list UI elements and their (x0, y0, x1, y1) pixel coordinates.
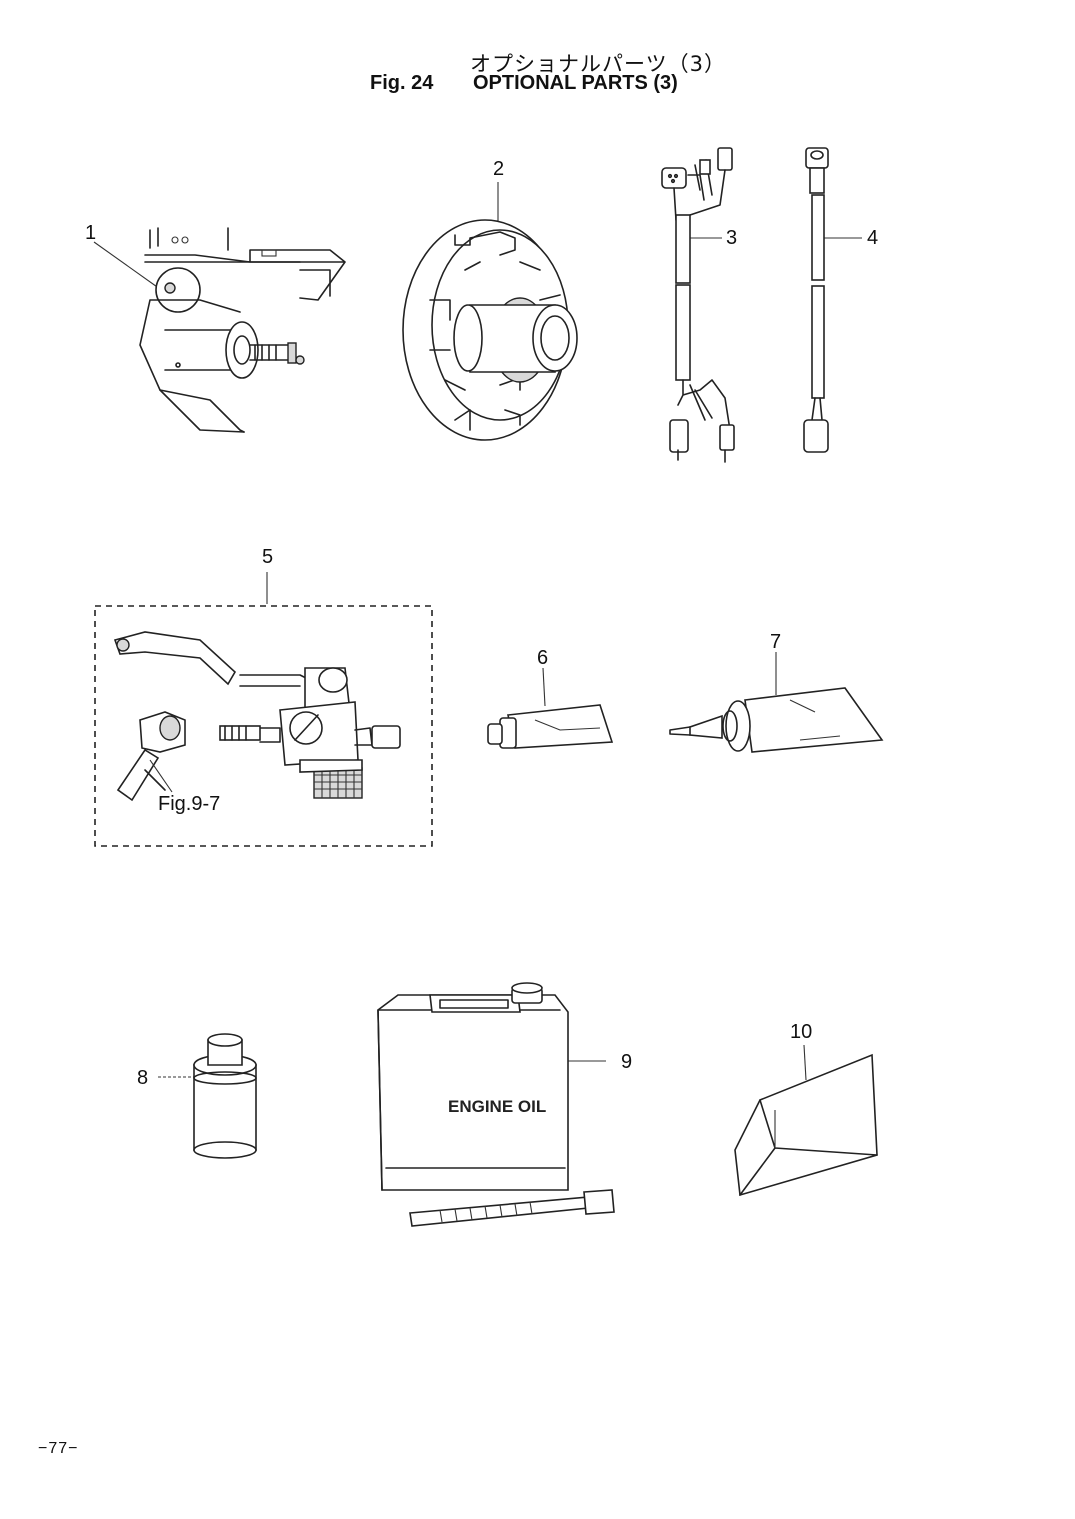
part-1-gearcase-drawing (93, 227, 346, 433)
callout-2: 2 (493, 158, 505, 180)
callout-10: 10 (790, 1021, 813, 1043)
callout-6: 6 (537, 647, 549, 669)
figure-number: Fig. 24 (370, 72, 434, 94)
part-7-tube-drawing (669, 652, 884, 753)
callout-7: 7 (770, 631, 782, 653)
part-6-tube-drawing (487, 667, 614, 749)
callout-9: 9 (621, 1051, 633, 1073)
page-number: −77− (38, 1440, 79, 1457)
part-5-assembly-drawing (94, 572, 433, 847)
oil-container-label: ENGINE OIL (448, 1097, 546, 1116)
callout-1: 1 (85, 222, 97, 244)
callout-3: 3 (726, 227, 738, 249)
part-2-rotor-drawing (402, 182, 578, 441)
part-8-can-drawing (158, 1033, 257, 1159)
callout-8: 8 (137, 1067, 149, 1089)
title-japanese: オプショナルパーツ（3） (470, 52, 726, 76)
part-10-bag-drawing (734, 1044, 878, 1197)
part-4-cable-drawing (803, 147, 862, 453)
callout-4: 4 (867, 227, 879, 249)
part-3-harness-drawing (661, 147, 735, 463)
title-english: OPTIONAL PARTS (3) (473, 72, 678, 94)
reference-label: Fig.9-7 (158, 793, 221, 815)
part-9-oil-container-drawing: ENGINE OIL (377, 982, 615, 1227)
callout-5: 5 (262, 546, 274, 568)
